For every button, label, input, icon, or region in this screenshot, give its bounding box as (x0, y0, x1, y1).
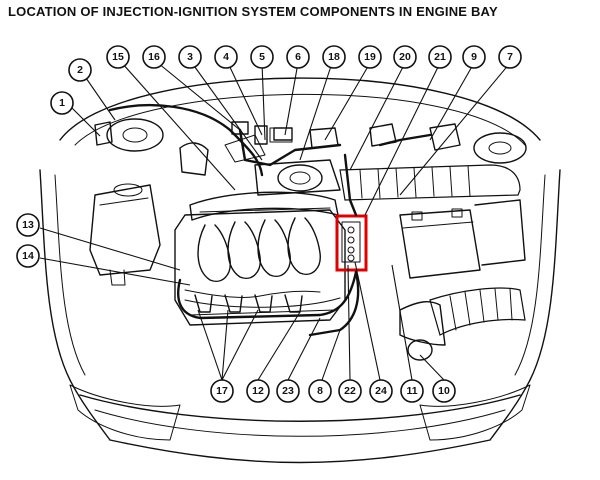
svg-text:24: 24 (375, 385, 387, 397)
callout-9: 9 (462, 45, 486, 69)
svg-text:15: 15 (112, 51, 124, 63)
throttle-body (224, 127, 341, 196)
svg-text:6: 6 (295, 51, 301, 63)
callout-1: 1 (50, 91, 74, 115)
callout-8: 8 (308, 379, 332, 403)
engine-block (174, 191, 346, 326)
callout-13: 13 (16, 213, 40, 237)
highlight-box (335, 214, 368, 272)
svg-text:8: 8 (317, 385, 323, 397)
svg-text:21: 21 (434, 51, 446, 63)
svg-text:5: 5 (259, 51, 265, 63)
engine-bay-outline (39, 77, 561, 464)
injector-connectors (341, 221, 361, 263)
callout-12: 12 (246, 379, 270, 403)
callout-14: 14 (16, 244, 40, 268)
svg-text:4: 4 (223, 51, 229, 63)
leader-lines (39, 62, 511, 381)
svg-text:11: 11 (406, 385, 417, 397)
svg-text:1: 1 (59, 97, 65, 109)
callout-23: 23 (276, 379, 300, 403)
svg-text:7: 7 (507, 51, 513, 63)
svg-text:23: 23 (282, 385, 294, 397)
svg-text:2: 2 (77, 64, 83, 76)
callout-24: 24 (369, 379, 393, 403)
callout-20: 20 (393, 45, 417, 69)
callout-17: 17 (210, 379, 234, 403)
callout-15: 15 (106, 45, 130, 69)
svg-text:9: 9 (471, 51, 477, 63)
wiring-harness (108, 103, 432, 337)
svg-text:13: 13 (22, 219, 34, 231)
svg-text:20: 20 (399, 51, 411, 63)
callout-6: 6 (286, 45, 310, 69)
battery (399, 199, 526, 279)
coolant-reservoir (89, 183, 161, 286)
callout-10: 10 (432, 379, 456, 403)
top-sensors (94, 121, 461, 176)
callout-5: 5 (250, 45, 274, 69)
svg-text:16: 16 (148, 51, 160, 63)
svg-text:10: 10 (438, 385, 450, 397)
svg-text:22: 22 (344, 385, 356, 397)
air-filter-duct (399, 287, 526, 361)
diagram-title: LOCATION OF INJECTION-IGNITION SYSTEM CO… (8, 4, 498, 19)
callout-21: 21 (428, 45, 452, 69)
callouts: 1 2 15 16 3 4 5 6 18 19 20 21 9 7 13 14 … (16, 45, 522, 403)
callout-11: 11 (400, 379, 424, 403)
callout-7: 7 (498, 45, 522, 69)
svg-text:17: 17 (216, 385, 228, 397)
callout-4: 4 (214, 45, 238, 69)
callout-22: 22 (338, 379, 362, 403)
svg-text:19: 19 (364, 51, 376, 63)
intake-runners (197, 217, 321, 282)
callout-19: 19 (358, 45, 382, 69)
callout-16: 16 (142, 45, 166, 69)
callout-3: 3 (178, 45, 202, 69)
callout-2: 2 (68, 58, 92, 82)
svg-text:14: 14 (22, 250, 34, 262)
svg-text:12: 12 (252, 385, 264, 397)
air-intake-hose (339, 164, 521, 201)
callout-18: 18 (322, 45, 346, 69)
svg-text:3: 3 (187, 51, 193, 63)
svg-text:18: 18 (328, 51, 340, 63)
